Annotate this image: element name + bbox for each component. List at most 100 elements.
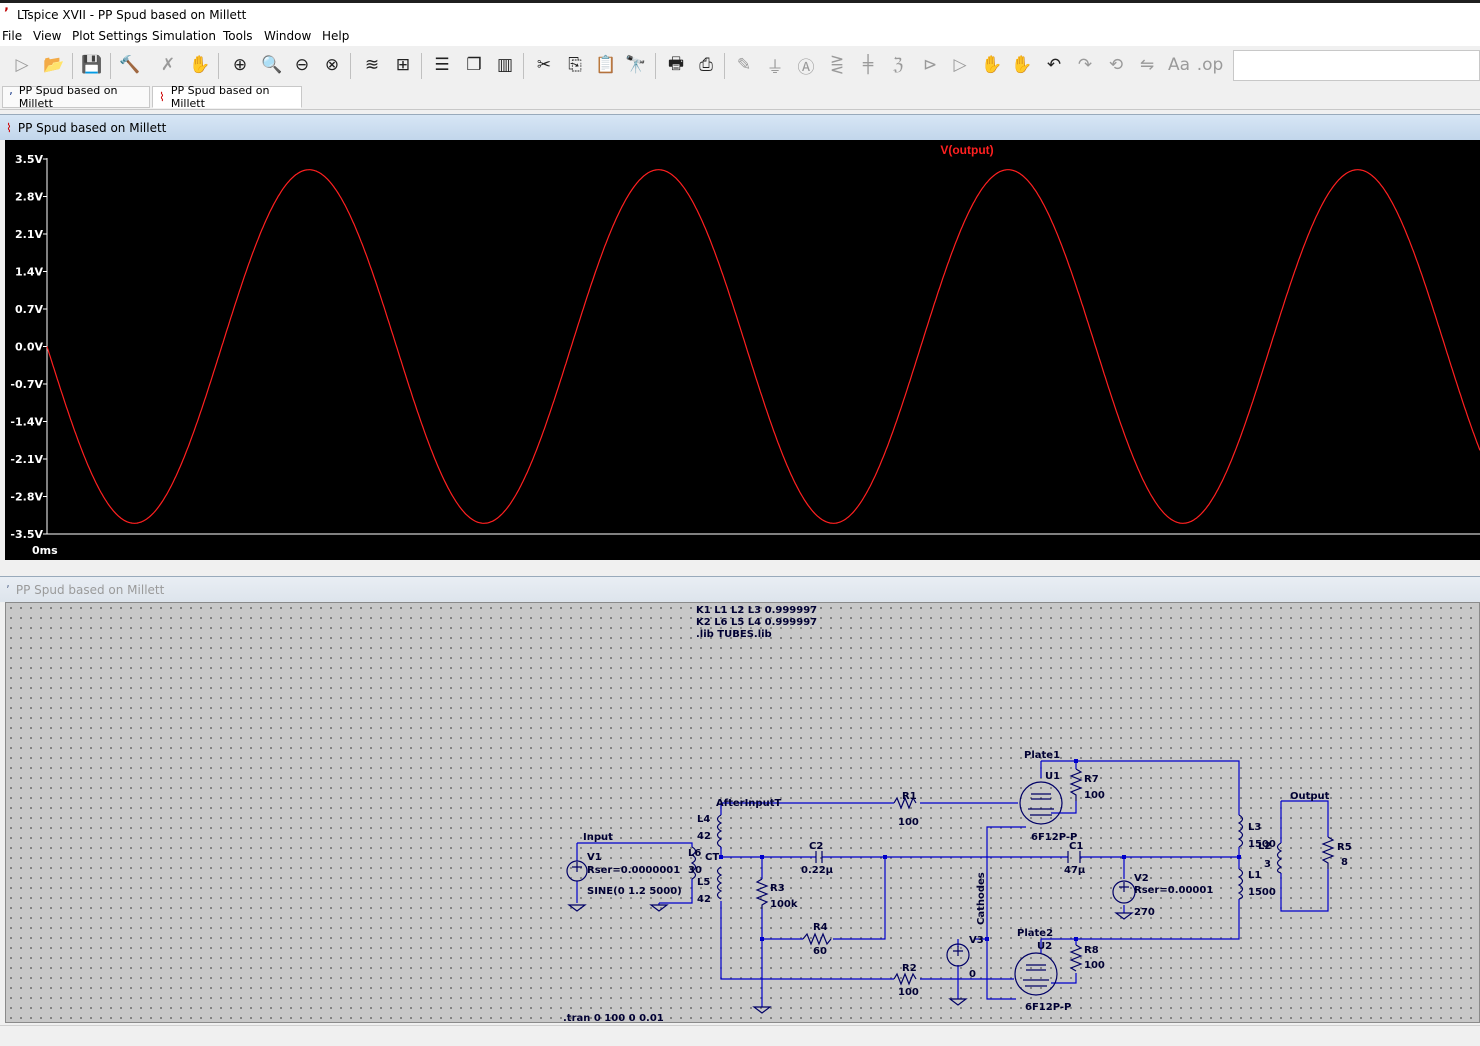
undo-icon[interactable]: ↶ bbox=[1046, 55, 1062, 75]
r7-name[interactable]: R7 bbox=[1084, 774, 1099, 785]
r5-name[interactable]: R5 bbox=[1337, 842, 1352, 853]
drag-icon[interactable]: ✋ bbox=[1011, 55, 1033, 75]
r4-value[interactable]: 60 bbox=[813, 946, 827, 957]
menu-simulation[interactable]: Simulation bbox=[152, 29, 216, 43]
c1-name[interactable]: C1 bbox=[1069, 841, 1083, 852]
r7-value[interactable]: 100 bbox=[1084, 790, 1105, 801]
menu-help[interactable]: Help bbox=[322, 29, 350, 43]
r3-name[interactable]: R3 bbox=[770, 883, 785, 894]
halt-icon[interactable]: ✗ bbox=[160, 55, 176, 75]
tab-schematic[interactable]: ʼ PP Spud based on Millett bbox=[2, 84, 150, 110]
cut-icon[interactable]: ✂ bbox=[536, 55, 552, 75]
print-setup-icon[interactable]: ⎙ bbox=[699, 55, 713, 75]
find-icon[interactable]: 🔭 bbox=[625, 55, 647, 75]
paste-icon[interactable]: 📋 bbox=[595, 55, 617, 75]
c1-value[interactable]: 47µ bbox=[1064, 865, 1086, 876]
label-net-icon[interactable]: Ⓐ bbox=[797, 57, 815, 78]
l2-value[interactable]: 3 bbox=[1264, 859, 1271, 870]
zoom-cancel-icon[interactable]: ⊗ bbox=[324, 55, 340, 75]
v1-wave[interactable]: SINE(0 1.2 5000) bbox=[587, 886, 682, 897]
u1-model[interactable]: 6F12P-P bbox=[1031, 832, 1077, 843]
r8-name[interactable]: R8 bbox=[1084, 945, 1099, 956]
zoom-area-icon[interactable]: 🔍 bbox=[261, 55, 283, 75]
redo-icon[interactable]: ↷ bbox=[1077, 55, 1093, 75]
l5-value[interactable]: 42 bbox=[697, 894, 711, 905]
mirror-icon[interactable]: ⇋ bbox=[1139, 55, 1155, 75]
menu-tools[interactable]: Tools bbox=[223, 29, 253, 43]
trace-label[interactable]: V(output) bbox=[940, 143, 993, 157]
diode-icon[interactable]: ⊳ bbox=[922, 55, 938, 75]
u2-model[interactable]: 6F12P-P bbox=[1025, 1002, 1071, 1013]
rotate-icon[interactable]: ⟲ bbox=[1108, 55, 1124, 75]
grid-icon[interactable]: ⊞ bbox=[395, 55, 411, 75]
spice-directive-icon[interactable]: .op bbox=[1196, 55, 1224, 75]
l1-name[interactable]: L1 bbox=[1248, 870, 1261, 881]
r8-value[interactable]: 100 bbox=[1084, 960, 1105, 971]
schematic-canvas[interactable]: K1 L1 L2 L3 0.999997 K2 L6 L5 L4 0.99999… bbox=[5, 602, 1480, 1023]
run-icon[interactable]: ▷ bbox=[15, 55, 29, 75]
cascade-icon[interactable]: ❐ bbox=[466, 55, 482, 75]
v3-name[interactable]: V3 bbox=[969, 935, 984, 946]
r2-value[interactable]: 100 bbox=[898, 987, 919, 998]
net-label-plate2[interactable]: Plate2 bbox=[1017, 928, 1053, 939]
lib-directive[interactable]: .lib TUBES.lib bbox=[696, 629, 772, 640]
v1-rser[interactable]: Rser=0.0000001 bbox=[587, 865, 680, 876]
net-label-cathodes[interactable]: Cathodes bbox=[976, 872, 987, 925]
v2-value[interactable]: 270 bbox=[1134, 907, 1155, 918]
control-panel-icon[interactable]: 🔨 bbox=[119, 55, 141, 75]
zoom-out-icon[interactable]: ⊖ bbox=[294, 55, 310, 75]
l6-value[interactable]: 30 bbox=[688, 865, 702, 876]
tile-vertical-icon[interactable]: ▥ bbox=[496, 55, 514, 75]
v1-name[interactable]: V1 bbox=[587, 852, 602, 863]
u2-name[interactable]: U2 bbox=[1037, 941, 1052, 952]
tile-horizontal-icon[interactable]: ☰ bbox=[434, 55, 450, 75]
text-icon[interactable]: Aa bbox=[1167, 55, 1191, 75]
u1-name[interactable]: U1 bbox=[1045, 771, 1060, 782]
resistor-icon[interactable]: ⋛ bbox=[829, 55, 845, 75]
move-icon[interactable]: ✋ bbox=[981, 55, 1003, 75]
wire-icon[interactable]: ✎ bbox=[736, 55, 752, 75]
menu-plot-settings[interactable]: Plot Settings bbox=[72, 29, 148, 43]
zoom-in-icon[interactable]: ⊕ bbox=[232, 55, 248, 75]
save-icon[interactable]: 💾 bbox=[81, 55, 103, 75]
net-label-input[interactable]: Input bbox=[583, 832, 613, 843]
menu-view[interactable]: View bbox=[33, 29, 62, 43]
v3-value[interactable]: 0 bbox=[969, 969, 976, 980]
capacitor-icon[interactable]: ╪ bbox=[862, 55, 874, 75]
open-icon[interactable]: 📂 bbox=[43, 55, 65, 75]
net-label-output[interactable]: Output bbox=[1290, 791, 1330, 802]
l1-value[interactable]: 1500 bbox=[1248, 887, 1276, 898]
coupling-directive-2[interactable]: K2 L6 L5 L4 0.999997 bbox=[696, 617, 817, 628]
net-label-ct[interactable]: CT bbox=[705, 852, 719, 863]
autorange-icon[interactable]: ≋ bbox=[364, 55, 380, 75]
l5-name[interactable]: L5 bbox=[697, 877, 710, 888]
v2-rser[interactable]: Rser=0.00001 bbox=[1134, 885, 1213, 896]
l4-value[interactable]: 42 bbox=[697, 831, 711, 842]
r4-name[interactable]: R4 bbox=[813, 922, 828, 933]
net-label-plate1[interactable]: Plate1 bbox=[1024, 750, 1060, 761]
print-icon[interactable]: 🖶 bbox=[667, 53, 685, 74]
l3-name[interactable]: L3 bbox=[1248, 822, 1261, 833]
inductor-icon[interactable]: ℨ bbox=[892, 55, 904, 75]
c2-name[interactable]: C2 bbox=[809, 841, 823, 852]
ground-icon[interactable]: ⏚ bbox=[766, 57, 784, 78]
tab-waveform[interactable]: ⌇ PP Spud based on Millett bbox=[152, 84, 302, 110]
r5-value[interactable]: 8 bbox=[1341, 857, 1348, 868]
copy-icon[interactable]: ⎘ bbox=[568, 55, 582, 75]
tran-directive[interactable]: .tran 0 100 0 0.01 bbox=[563, 1013, 664, 1022]
menu-window[interactable]: Window bbox=[264, 29, 312, 43]
r1-name[interactable]: R1 bbox=[902, 791, 917, 802]
component-icon[interactable]: ▷ bbox=[953, 55, 967, 75]
r2-name[interactable]: R2 bbox=[902, 963, 917, 974]
l6-name[interactable]: L6 bbox=[688, 848, 701, 859]
pan-icon[interactable]: ✋ bbox=[189, 55, 211, 75]
c2-value[interactable]: 0.22µ bbox=[801, 865, 834, 876]
menu-file[interactable]: File bbox=[2, 29, 23, 43]
net-label-afterinput[interactable]: AfterInputT bbox=[716, 798, 781, 809]
v2-name[interactable]: V2 bbox=[1134, 873, 1149, 884]
l2-name[interactable]: L2 bbox=[1258, 841, 1271, 852]
r1-value[interactable]: 100 bbox=[898, 817, 919, 828]
r3-value[interactable]: 100k bbox=[770, 899, 798, 910]
l3-value[interactable]: 1500 bbox=[1248, 839, 1276, 850]
